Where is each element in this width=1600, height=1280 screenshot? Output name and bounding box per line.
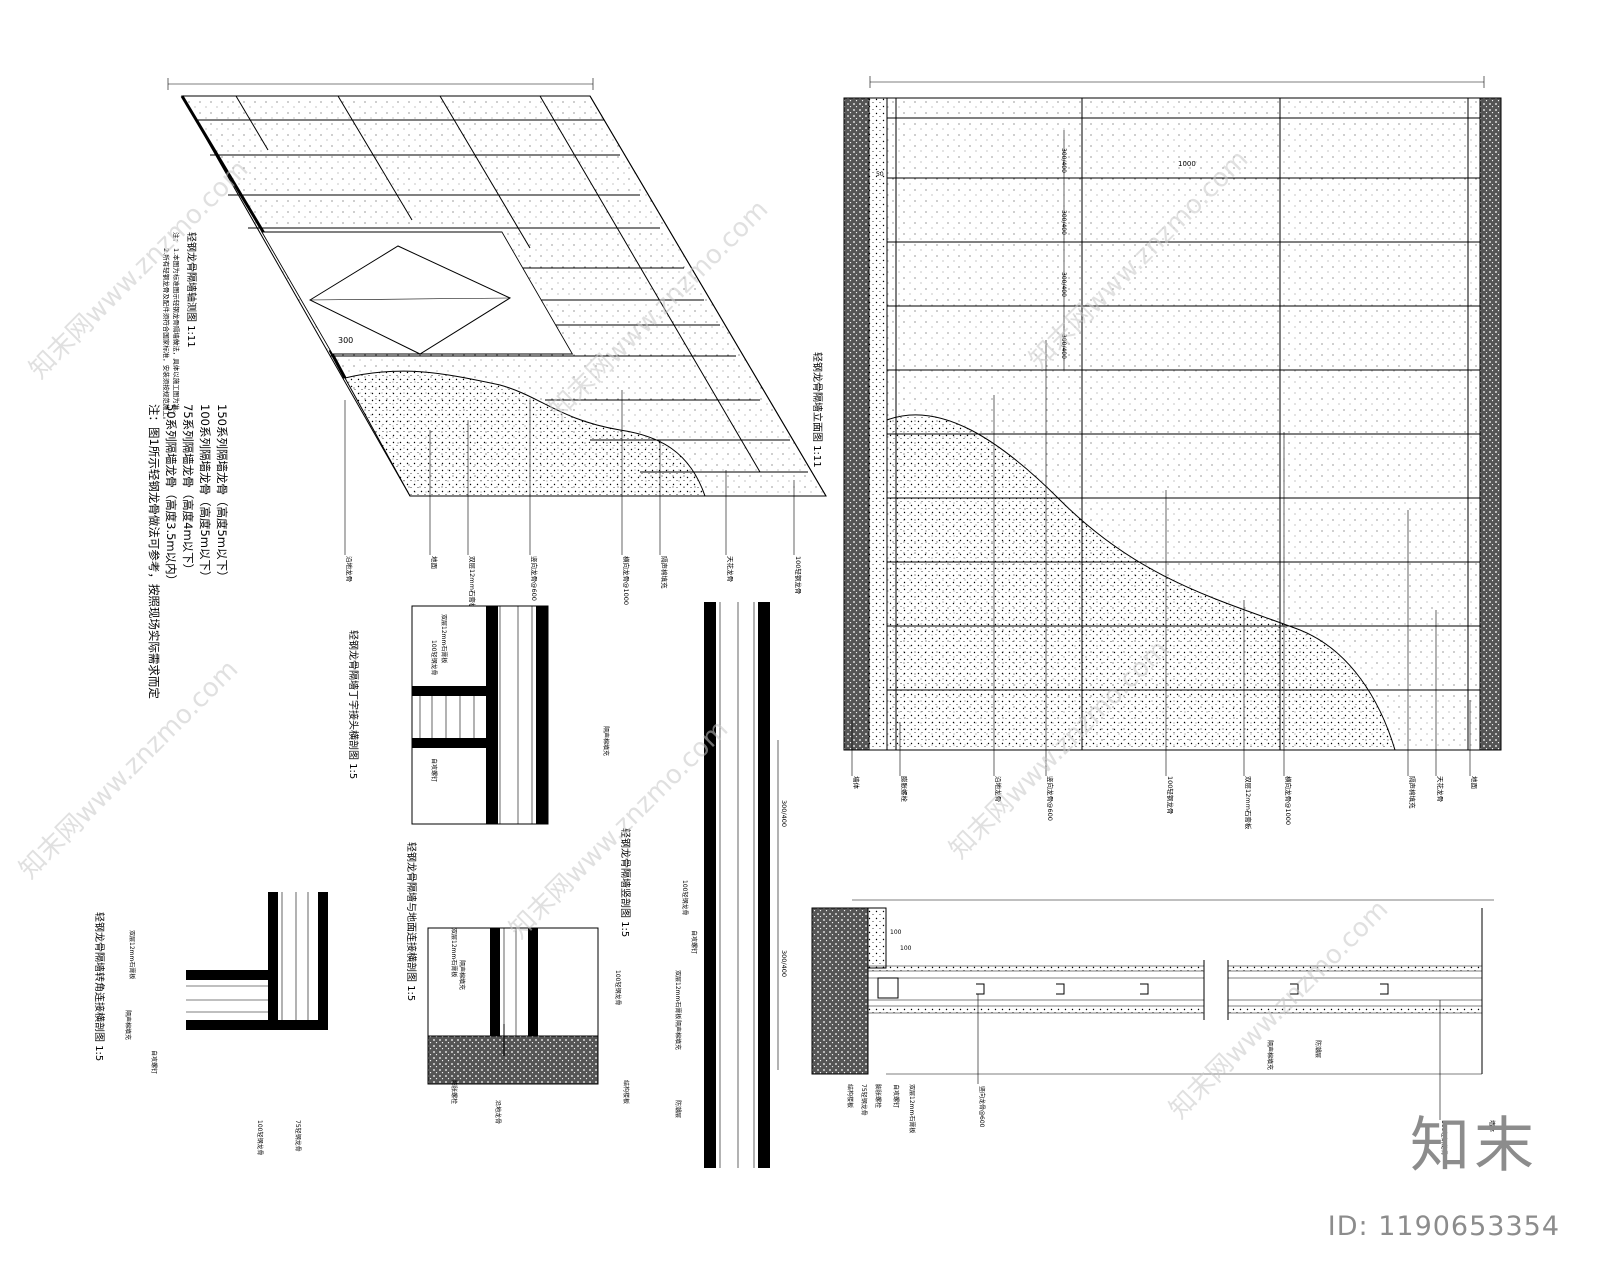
callout-hs-10: 墙体: [1488, 1120, 1496, 1132]
spec-note-3: 100系列隔墙龙骨（高度5m以下）: [198, 404, 212, 582]
callout-elev-7: 横向龙骨@1000: [1284, 776, 1293, 825]
dim-stack-1: 300/400: [1060, 148, 1067, 173]
callout-fj-6: 沿地龙骨: [494, 1100, 502, 1124]
watermark-1: 知末网www.znzmo.com: [24, 154, 255, 385]
callout-fj-1: 双层12mm石膏板: [450, 928, 458, 977]
floor-joint-section: 轻钢龙骨隔墙与地面连接横剖图 1:5 双层12mm石膏板 隔声棉填充 100轻钢…: [405, 842, 630, 1124]
title-vertical-section: 轻钢龙骨隔墙竖剖图 1:5: [619, 828, 632, 937]
callout-fj-4: 结构楼板: [622, 1080, 630, 1104]
dim-stack-4: 300/400: [1060, 334, 1067, 359]
dim-hs-100b: 100: [900, 945, 912, 952]
callout-vs-1: 100轻钢龙骨: [681, 880, 689, 915]
callout-vs-4: 隔声棉填充: [674, 1020, 682, 1050]
elev-stack-dims: 300/400 300/400 300/400 300/400: [1060, 130, 1067, 370]
elevation-view: 1000 50 300/400 300/400 300/400 300/400 …: [811, 76, 1502, 830]
stud-lines: [235, 95, 827, 497]
t-joint-section: 双层12mm石膏板 100轻钢龙骨 自攻螺钉 隔声棉填充 轻钢龙骨隔墙丁字接头横…: [347, 605, 610, 825]
callout-elev-4: 竖向龙骨@600: [1046, 776, 1055, 821]
dim-stack-3: 300/400: [1060, 272, 1067, 297]
brand-logo: 知末: [1410, 1111, 1538, 1181]
watermark-4: 知末网www.znzmo.com: [14, 654, 245, 885]
title-floor-joint: 轻钢龙骨隔墙与地面连接横剖图 1:5: [405, 842, 418, 1001]
dim-stack-2: 300/400: [1060, 210, 1067, 235]
callout-elev-10: 地面: [1470, 776, 1479, 790]
callout-t-3: 自攻螺钉: [430, 758, 438, 782]
callout-hs-1: 结构楼板: [846, 1084, 854, 1108]
spec-notes: 注：图1所示轻钢龙骨做法可参考，按照现场实际需求而定 50系列隔墙龙骨（高度3.…: [147, 404, 229, 699]
dim-elev-50: 50: [876, 171, 884, 178]
callout-hs-6: 竖向龙骨@600: [978, 1086, 986, 1128]
callout-axon-5: 横向龙骨@1000: [622, 556, 631, 605]
callout-cj-5: 75轻钢龙骨: [294, 1120, 302, 1152]
callout-fj-5: 膨胀螺栓: [450, 1080, 458, 1104]
dim-elev-1000: 1000: [1178, 160, 1196, 168]
corner-joint-section: 轻钢龙骨隔墙转角连接横剖图 1:5 双层12mm石膏板 隔声棉填充 自攻螺钉 1…: [93, 892, 328, 1155]
elev-callouts: 墙体 膨胀螺栓 沿地龙骨 竖向龙骨@600 100轻钢龙骨 双层12mm石膏板 …: [851, 340, 1479, 830]
note-line-2: 2.所有轻钢龙骨及配件须符合国家标准，安装须按规范施工。: [162, 248, 171, 423]
dim-hs-100: 100: [890, 929, 902, 936]
callout-elev-2: 膨胀螺栓: [900, 776, 909, 803]
title-corner-joint: 轻钢龙骨隔墙转角连接横剖图 1:5: [93, 912, 106, 1061]
note-prefix: 注：: [172, 232, 181, 245]
hs-callouts: 结构楼板 75轻钢龙骨 膨胀螺栓 自攻螺钉 双层12mm石膏板 竖向龙骨@600…: [846, 994, 1496, 1155]
callout-hs-2: 75轻钢龙骨: [860, 1084, 868, 1116]
callout-hs-3: 膨胀螺栓: [874, 1084, 882, 1108]
callout-fj-3: 100轻钢龙骨: [614, 970, 622, 1005]
callout-axon-2: 地面: [430, 556, 439, 570]
callout-cj-1: 双层12mm石膏板: [128, 930, 136, 979]
callout-axon-8: 100轻钢龙骨: [794, 556, 803, 594]
callout-fj-2: 隔声棉填充: [458, 960, 466, 990]
callout-cj-3: 自攻螺钉: [150, 1050, 158, 1074]
spec-note-0: 注：图1所示轻钢龙骨做法可参考，按照现场实际需求而定: [147, 404, 161, 699]
title-t-joint: 轻钢龙骨隔墙丁字接头横剖图 1:5: [347, 630, 360, 779]
callout-hs-5: 双层12mm石膏板: [908, 1084, 916, 1133]
callout-hs-7: 隔声棉填充: [1266, 1040, 1274, 1070]
brand-id: ID: 1190653354: [1327, 1211, 1560, 1242]
callout-t-1: 双层12mm石膏板: [440, 614, 448, 663]
callout-cj-4: 100轻钢龙骨: [256, 1120, 264, 1155]
title-elevation: 轻钢龙骨隔墙立面图 1:11: [811, 352, 824, 468]
callout-vs-2: 自攻螺钉: [690, 930, 698, 954]
callout-elev-6: 双层12mm石膏板: [1244, 776, 1253, 830]
runner-lines: [196, 119, 808, 473]
spec-note-1: 50系列隔墙龙骨（高度3.5m以内）: [164, 404, 178, 586]
dim-vs-1: 300/400: [780, 800, 788, 827]
vertical-section: 300/400 300/400 轻钢龙骨隔墙竖剖图 1:5 100轻钢龙骨 自攻…: [619, 602, 788, 1168]
callout-elev-5: 100轻钢龙骨: [1166, 776, 1175, 814]
callout-hs-8: 防潮层: [1314, 1040, 1322, 1058]
dim-axon-300: 300: [338, 336, 353, 345]
callout-axon-4: 竖向龙骨@600: [530, 556, 539, 601]
title-axonometric: 轻钢龙骨隔墙轴测图 1:11: [185, 232, 198, 348]
spec-note-4: 150系列隔墙龙骨（高度5m以下）: [215, 404, 229, 582]
dim-vs-2: 300/400: [780, 950, 788, 977]
spec-note-2: 75系列隔墙龙骨（高度4m以下）: [181, 404, 195, 575]
callout-axon-6: 隔声棉填充: [660, 556, 669, 589]
callout-cj-2: 隔声棉填充: [124, 1010, 132, 1040]
note-line-1: 1.本图为标准图示轻钢龙骨隔墙做法，具体以施工图为准。: [172, 248, 181, 417]
callout-vs-3: 双层12mm石膏板: [674, 970, 682, 1019]
axon-callouts: 沿地龙骨 地面 双层12mm石膏板 竖向龙骨@600 横向龙骨@1000 隔声棉…: [344, 390, 803, 610]
horizontal-section: 100 100 结构楼板 75轻钢龙骨 膨胀螺栓 自攻螺钉 双层12mm石膏板 …: [811, 899, 1496, 1155]
axonometric-view: 300 轻钢龙骨隔墙轴测图 1:11 注： 1.本图为标准图示轻钢龙骨隔墙做法，…: [147, 78, 827, 699]
stud-c-marks: [976, 983, 1389, 995]
callout-elev-8: 隔声棉填充: [1408, 776, 1417, 809]
callout-axon-7: 天花龙骨: [726, 556, 735, 582]
callout-elev-9: 天花龙骨: [1436, 776, 1445, 802]
callout-t-2: 100轻钢龙骨: [430, 640, 438, 675]
callout-axon-1: 沿地龙骨: [345, 556, 354, 582]
callout-elev-1: 墙体: [852, 776, 861, 790]
callout-axon-3: 双层12mm石膏板: [468, 556, 477, 610]
callout-elev-3: 沿地龙骨: [994, 776, 1003, 802]
callout-vs-5: 防潮层: [674, 1100, 682, 1118]
callout-hs-4: 自攻螺钉: [892, 1084, 900, 1108]
callout-hs-9: 100轻钢龙骨: [1440, 1120, 1448, 1155]
callout-t-4: 隔声棉填充: [602, 726, 610, 756]
